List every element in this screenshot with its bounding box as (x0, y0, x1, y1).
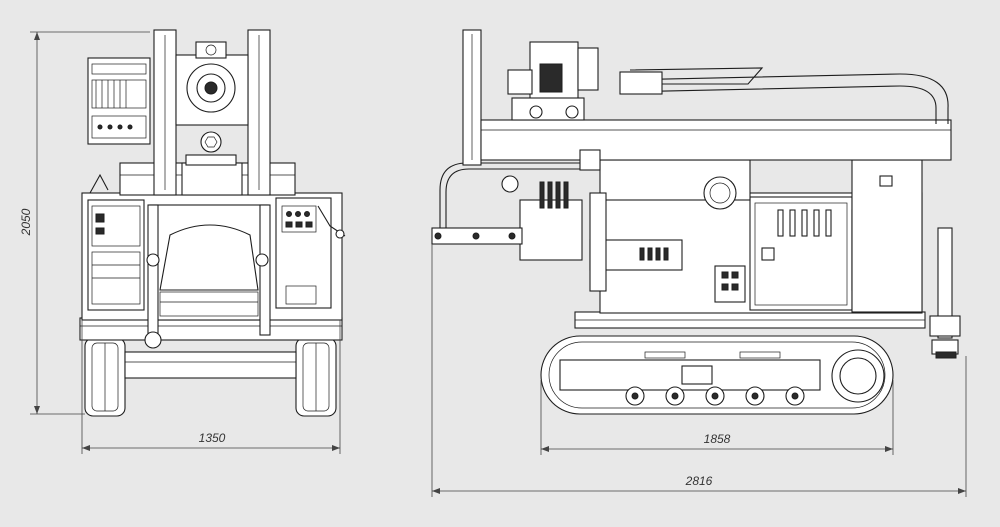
front-control-panel (275, 197, 332, 309)
front-aux-box (87, 57, 151, 145)
front-base-frame (79, 317, 343, 341)
front-view (79, 29, 346, 417)
dim-front-height-label: 2050 (19, 208, 33, 236)
boom-arm (480, 119, 952, 161)
front-left-track (84, 337, 126, 417)
dimension-lines (30, 31, 967, 497)
rear-outrigger (937, 227, 953, 339)
front-spindle (200, 131, 222, 153)
side-drill-head (507, 41, 599, 121)
dim-track-length-label: 1858 (704, 432, 731, 446)
dim-front-width-label: 1350 (199, 431, 226, 445)
front-right-track (295, 337, 337, 417)
front-axle-beam (124, 351, 297, 379)
side-view (431, 29, 961, 415)
front-center-housing (149, 204, 269, 321)
crawler-track (540, 335, 894, 415)
cable-chain (619, 73, 949, 124)
dim-overall-length-label: 2816 (685, 474, 713, 488)
front-left-cabinet (87, 199, 145, 311)
pressure-gauge (703, 176, 737, 210)
